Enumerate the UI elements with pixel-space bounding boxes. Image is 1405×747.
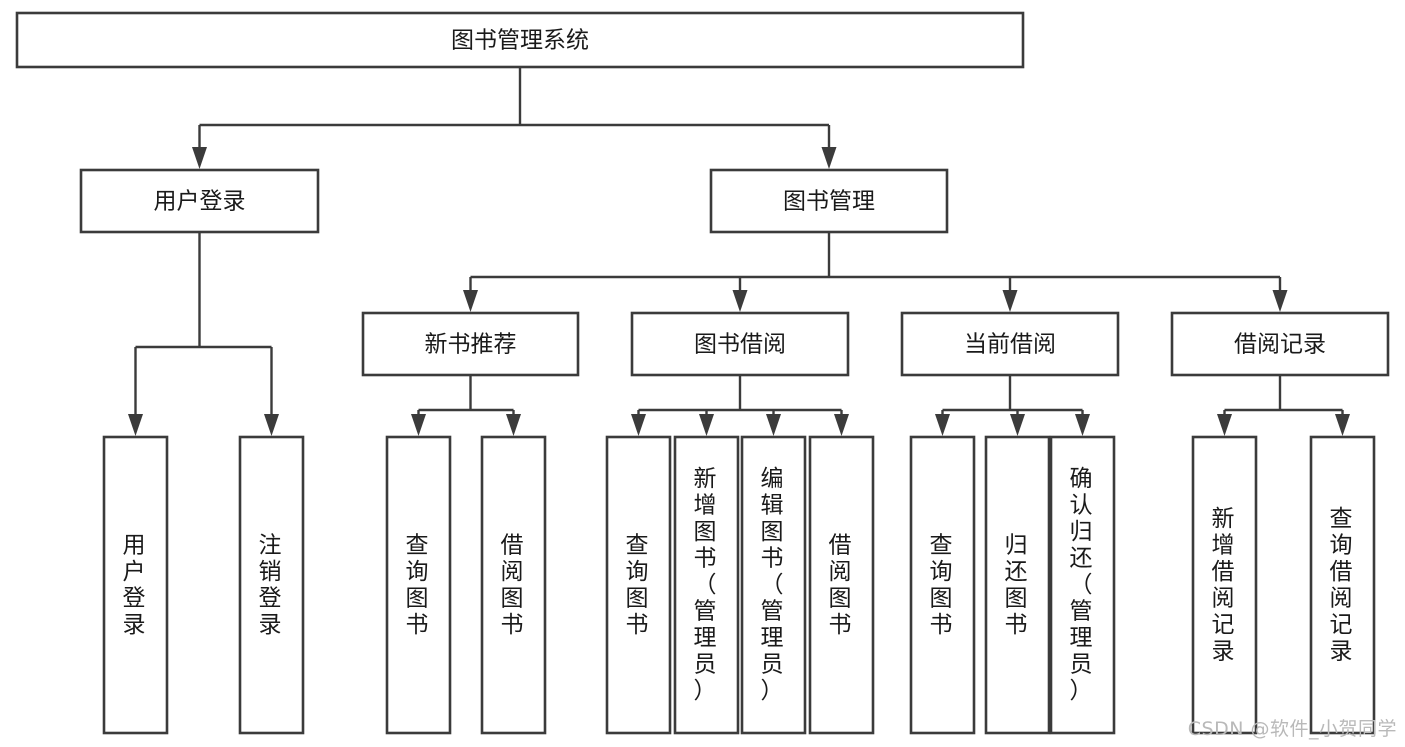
node-label-leaf-cur-return-book: 归还图书 [1005, 532, 1031, 638]
node-book-borrow[interactable]: 图书借阅 [630, 311, 850, 377]
node-label-leaf-bor-edit-book: 编辑图书（管理员） [761, 466, 787, 704]
node-leaf-bor-borrow-book[interactable]: 借阅图书 [808, 435, 875, 735]
node-box-book-manage[interactable] [709, 168, 949, 234]
node-leaf-bor-add-book[interactable]: 新增图书（管理员） [673, 435, 740, 735]
node-label-leaf-bor-add-book: 新增图书（管理员） [694, 466, 720, 704]
node-new-book-rec[interactable]: 新书推荐 [361, 311, 580, 377]
node-label-leaf-rec-borrow-book: 借阅图书 [501, 532, 527, 638]
node-box-leaf-bor-edit-book[interactable] [740, 435, 807, 735]
node-box-leaf-rec-add-record[interactable] [1191, 435, 1258, 735]
node-leaf-user-login[interactable]: 用户登录 [102, 435, 169, 735]
node-box-root[interactable] [15, 11, 1025, 69]
node-box-leaf-cur-return-book[interactable] [984, 435, 1051, 735]
node-label-leaf-bor-borrow-book: 借阅图书 [829, 532, 855, 638]
node-label-leaf-rec-query-record: 查询借阅记录 [1330, 505, 1356, 664]
node-layer: 图书管理系统用户登录图书管理新书推荐图书借阅当前借阅借阅记录用户登录注销登录查询… [15, 11, 1390, 735]
node-box-borrow-record[interactable] [1170, 311, 1390, 377]
node-label-book-manage: 图书管理 [783, 189, 875, 215]
node-label-leaf-rec-query-book: 查询图书 [406, 532, 432, 638]
node-root[interactable]: 图书管理系统 [15, 11, 1025, 69]
node-leaf-bor-query-book[interactable]: 查询图书 [605, 435, 672, 735]
node-leaf-rec-add-record[interactable]: 新增借阅记录 [1191, 435, 1258, 735]
node-leaf-cur-return-book[interactable]: 归还图书 [984, 435, 1051, 735]
connector-layer [128, 67, 1350, 436]
node-current-borrow[interactable]: 当前借阅 [900, 311, 1120, 377]
node-box-user-login[interactable] [79, 168, 320, 234]
node-box-leaf-cur-query-book[interactable] [909, 435, 976, 735]
node-label-borrow-record: 借阅记录 [1234, 332, 1326, 358]
node-box-leaf-rec-query-record[interactable] [1309, 435, 1376, 735]
node-label-leaf-user-login: 用户登录 [123, 532, 149, 638]
node-leaf-cur-confirm-return[interactable]: 确认归还（管理员） [1049, 435, 1116, 735]
node-label-book-borrow: 图书借阅 [694, 332, 786, 358]
node-label-leaf-cur-confirm-return: 确认归还（管理员） [1070, 466, 1096, 704]
node-label-current-borrow: 当前借阅 [964, 332, 1056, 358]
node-label-new-book-rec: 新书推荐 [425, 332, 517, 358]
node-box-leaf-user-logout[interactable] [238, 435, 305, 735]
node-leaf-user-logout[interactable]: 注销登录 [238, 435, 305, 735]
node-box-leaf-rec-borrow-book[interactable] [480, 435, 547, 735]
node-box-leaf-cur-confirm-return[interactable] [1049, 435, 1116, 735]
node-leaf-bor-edit-book[interactable]: 编辑图书（管理员） [740, 435, 807, 735]
node-box-leaf-rec-query-book[interactable] [385, 435, 452, 735]
node-box-leaf-user-login[interactable] [102, 435, 169, 735]
node-leaf-rec-query-book[interactable]: 查询图书 [385, 435, 452, 735]
node-label-leaf-bor-query-book: 查询图书 [626, 532, 652, 638]
node-leaf-cur-query-book[interactable]: 查询图书 [909, 435, 976, 735]
node-box-leaf-bor-add-book[interactable] [673, 435, 740, 735]
node-box-leaf-bor-query-book[interactable] [605, 435, 672, 735]
node-box-current-borrow[interactable] [900, 311, 1120, 377]
node-label-leaf-cur-query-book: 查询图书 [930, 532, 956, 638]
node-label-leaf-user-logout: 注销登录 [259, 532, 285, 638]
node-box-book-borrow[interactable] [630, 311, 850, 377]
node-leaf-rec-query-record[interactable]: 查询借阅记录 [1309, 435, 1376, 735]
node-leaf-rec-borrow-book[interactable]: 借阅图书 [480, 435, 547, 735]
node-label-leaf-rec-add-record: 新增借阅记录 [1212, 505, 1238, 664]
node-borrow-record[interactable]: 借阅记录 [1170, 311, 1390, 377]
node-book-manage[interactable]: 图书管理 [709, 168, 949, 234]
node-label-root: 图书管理系统 [451, 28, 589, 54]
node-label-user-login: 用户登录 [154, 189, 246, 215]
node-box-leaf-bor-borrow-book[interactable] [808, 435, 875, 735]
node-box-new-book-rec[interactable] [361, 311, 580, 377]
node-user-login[interactable]: 用户登录 [79, 168, 320, 234]
